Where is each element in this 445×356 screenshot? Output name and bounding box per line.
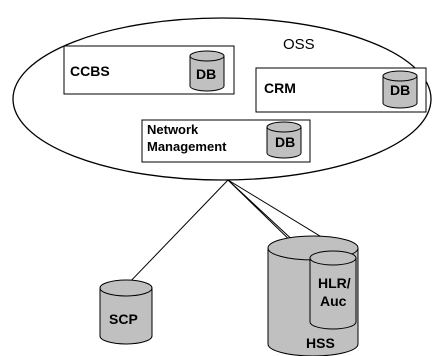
ccbs-label: CCBS <box>70 63 110 79</box>
ccbs-db-label: DB <box>196 66 217 82</box>
network-management-label-line1: Network <box>147 122 199 137</box>
hlr-label-line1: HLR/ <box>318 275 351 291</box>
network-management-label-line2: Management <box>147 139 227 154</box>
scp-label: SCP <box>109 311 138 327</box>
ccbs-db-icon <box>189 50 225 92</box>
hlr-cylinder <box>309 250 357 330</box>
crm-db-icon <box>382 70 418 109</box>
oss-label: OSS <box>283 36 315 53</box>
network-management-db-label: DB <box>275 134 296 150</box>
scp-cylinder <box>99 279 153 345</box>
crm-label: CRM <box>264 80 296 96</box>
hlr-label-line2: Auc <box>320 293 347 309</box>
link-scp <box>125 179 229 287</box>
hss-label: HSS <box>306 335 335 351</box>
network-management-db-icon <box>266 121 302 159</box>
crm-db-label: DB <box>390 82 411 98</box>
